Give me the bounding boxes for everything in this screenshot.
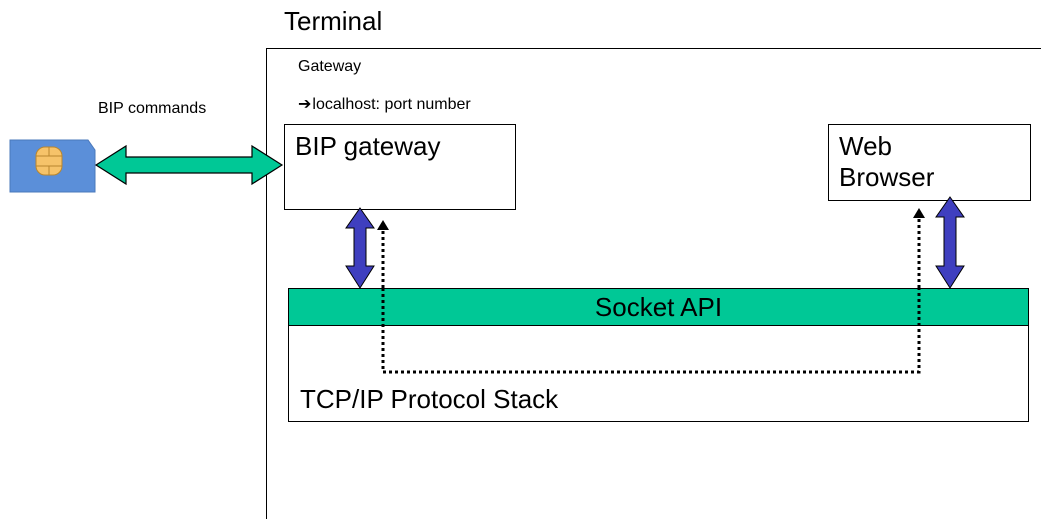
gateway-label: Gateway [298,58,362,75]
socket-api-label: Socket API [594,292,723,322]
loopback-dotted-path [381,288,921,374]
dotted-arrowhead-right-icon [913,208,925,218]
terminal-title: Terminal [284,6,383,36]
localhost-text: localhost: port number [312,96,471,113]
bip-link-double-arrow-icon [94,144,284,186]
right-arrow-icon: ➔ [298,96,312,113]
web-browser-label-line1: Web [839,131,892,161]
dotted-arrowhead-left-icon [377,220,389,230]
bip-gateway-box: BIP gateway [284,124,516,210]
terminal-frame [266,48,1041,519]
web-browser-label-line2: Browser [839,162,935,193]
bip-gateway-label: BIP gateway [295,131,441,161]
tcp-ip-stack-label: TCP/IP Protocol Stack [300,384,559,414]
web-browser-box: Web Browser [828,124,1031,201]
localhost-label: ➔localhost: port number [298,94,471,114]
gateway-socket-double-arrow-icon [345,207,375,289]
sim-card-icon [9,139,96,193]
diagram-connectors [9,139,965,374]
bip-commands-label: BIP commands [98,100,207,117]
socket-api-bar: Socket API [288,288,1029,326]
browser-socket-double-arrow-icon [935,196,965,289]
